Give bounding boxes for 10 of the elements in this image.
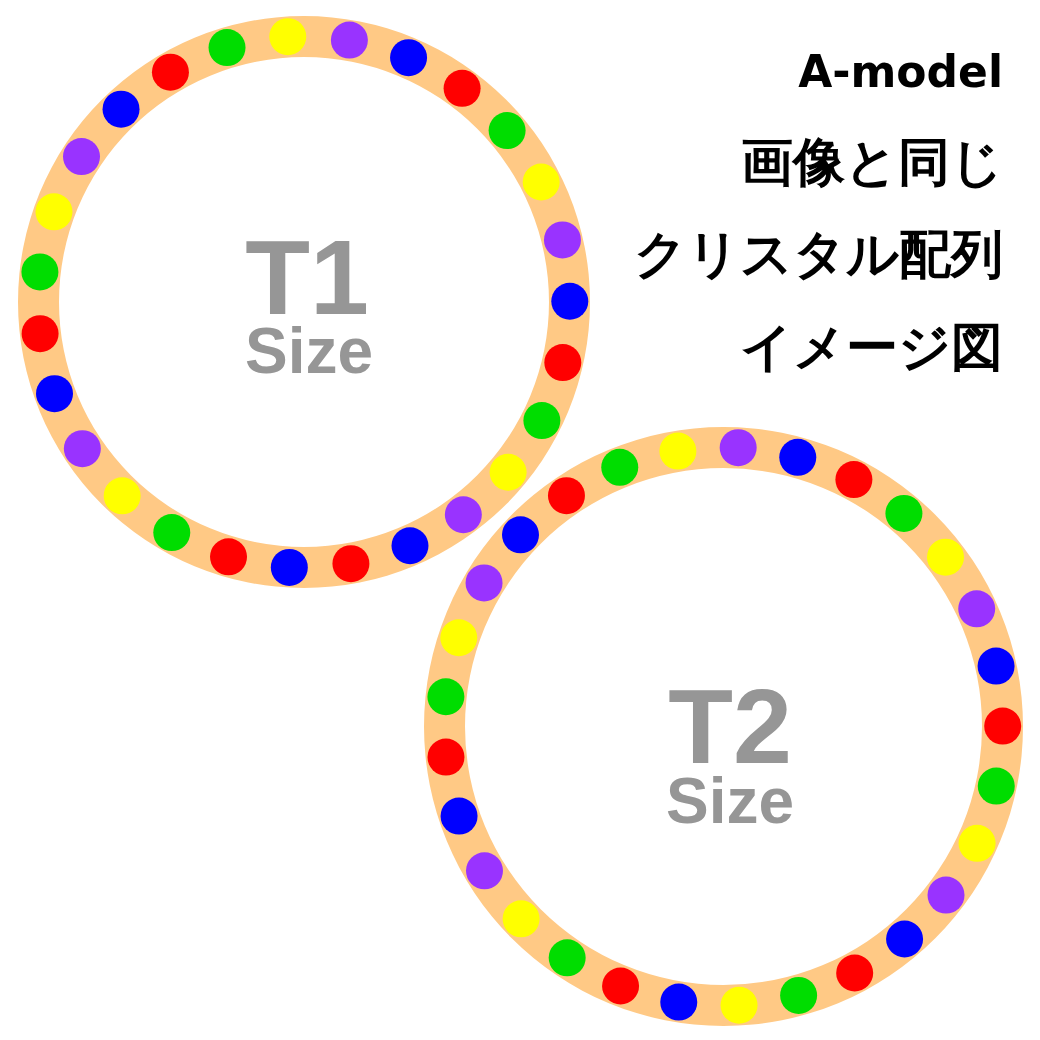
size-code: T1: [245, 233, 369, 321]
size-code: T2: [668, 682, 792, 770]
ring-band: [424, 427, 1023, 1026]
heading-line: 画像と同じ: [741, 136, 1003, 188]
ring-band: [18, 15, 590, 588]
size-label: Size: [665, 773, 795, 831]
heading-line: A-model: [798, 50, 1003, 94]
size-label: Size: [244, 323, 374, 381]
heading-line: クリスタル配列: [634, 228, 1003, 280]
heading-line: イメージ図: [740, 321, 1003, 373]
